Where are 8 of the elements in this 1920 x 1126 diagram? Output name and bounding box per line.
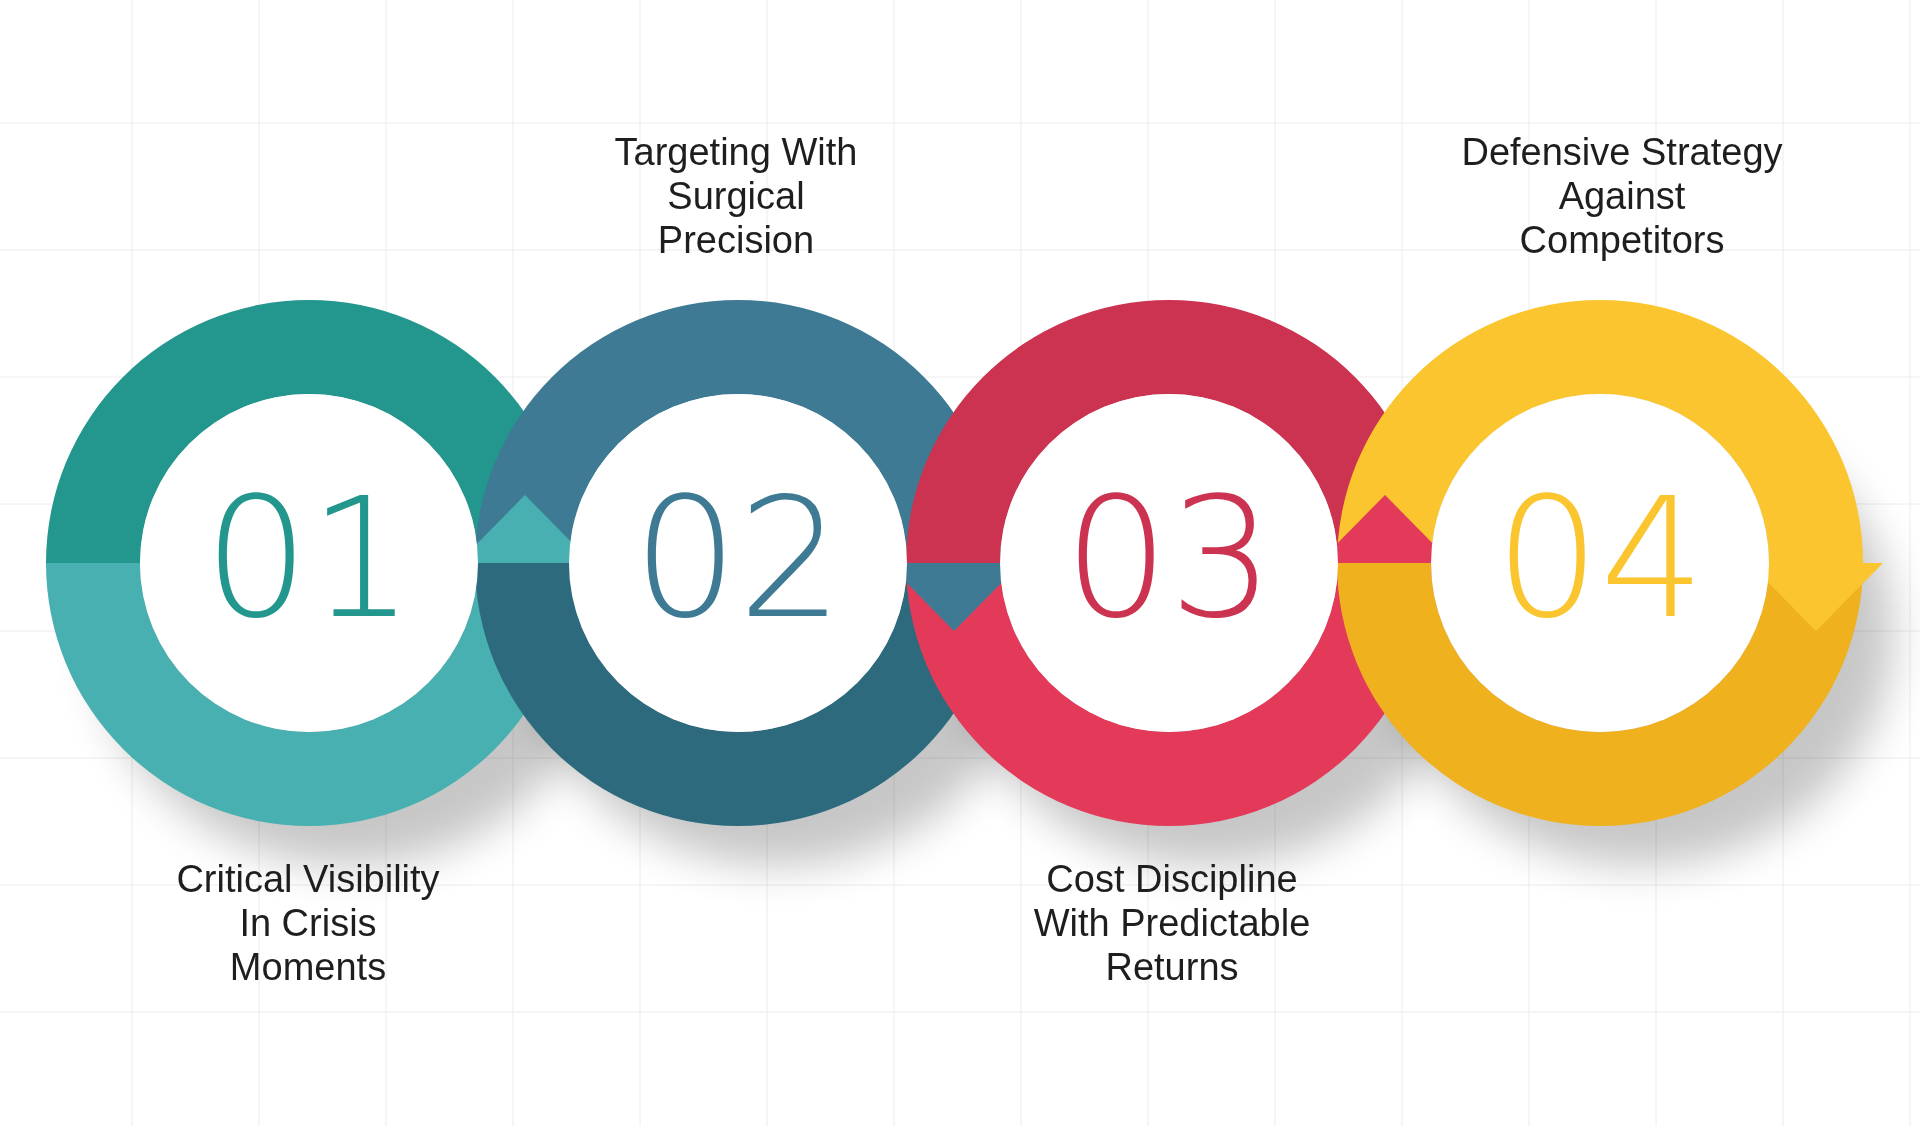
step-number: 01 bbox=[204, 477, 414, 643]
step-number: 02 bbox=[633, 477, 843, 643]
step-caption: Targeting With Surgical Precision bbox=[613, 130, 859, 262]
step-caption: Defensive Strategy Against Competitors bbox=[1460, 130, 1784, 262]
step-caption: Critical Visibility In Crisis Moments bbox=[175, 857, 441, 989]
step-number: 04 bbox=[1495, 477, 1705, 643]
step-number: 03 bbox=[1064, 477, 1274, 643]
step-caption: Cost Discipline With Predictable Returns bbox=[1032, 857, 1312, 989]
